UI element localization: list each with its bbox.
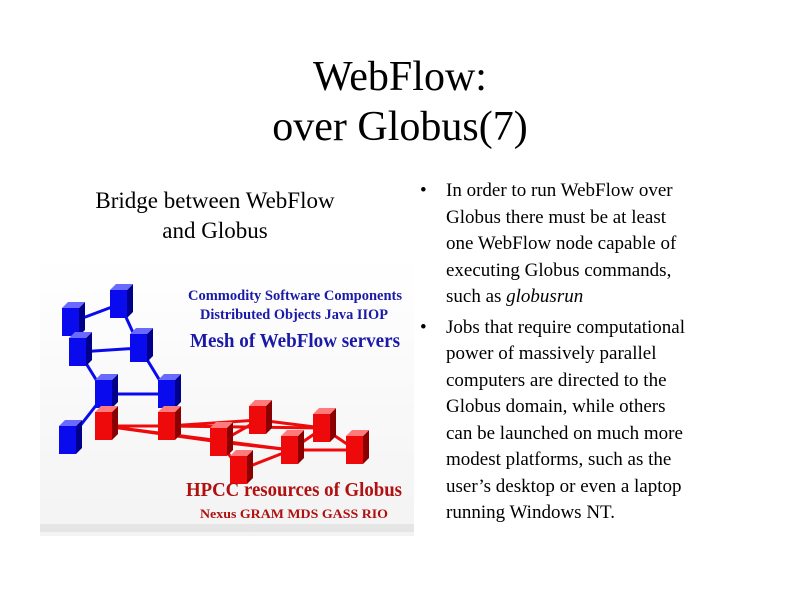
- bullet-item-computational-jobs: • Jobs that require computational power …: [420, 315, 790, 527]
- node-front-face: [158, 412, 175, 440]
- globus-node: [158, 406, 181, 440]
- slide-title-line-2: over Globus(7): [272, 104, 528, 150]
- label-nexus-gram-mds: Nexus GRAM MDS GASS RIO: [200, 506, 388, 521]
- node-top-face: [281, 430, 304, 436]
- node-side-face: [175, 374, 181, 408]
- slide-title: WebFlow: over Globus(7): [0, 52, 800, 152]
- bullet-item-webflow-node: • In order to run WebFlow over Globus th…: [420, 178, 790, 311]
- node-top-face: [59, 420, 82, 426]
- globus-node: [210, 422, 233, 456]
- node-front-face: [230, 456, 247, 484]
- label-hpcc-resources: HPCC resources of Globus: [186, 479, 402, 501]
- network-nodes: [59, 284, 369, 484]
- bullet-2-line-7: user’s desktop or even a laptop: [446, 475, 682, 497]
- globus-link: [167, 424, 324, 430]
- bullet-2-line-1: Jobs that require computational: [446, 316, 686, 338]
- bullet-1-line-4: executing Globus commands,: [446, 259, 672, 281]
- globus-link: [104, 424, 292, 452]
- node-front-face: [249, 406, 266, 434]
- globus-node: [230, 450, 253, 484]
- node-front-face: [281, 436, 298, 464]
- globus-node: [281, 430, 304, 464]
- node-top-face: [249, 400, 272, 406]
- label-commodity-software: Commodity Software Components: [188, 288, 402, 304]
- node-side-face: [86, 332, 92, 366]
- bullet-dot-icon: •: [420, 180, 427, 201]
- label-mesh-of-webflow-servers: Mesh of WebFlow servers: [190, 330, 400, 352]
- node-top-face: [110, 284, 133, 290]
- node-top-face: [346, 430, 369, 436]
- globus-node: [313, 408, 336, 442]
- node-side-face: [330, 408, 336, 442]
- node-top-face: [230, 450, 253, 456]
- figure-caption: Bridge between WebFlow and Globus: [60, 186, 370, 246]
- node-top-face: [95, 406, 118, 412]
- node-front-face: [62, 308, 79, 336]
- node-front-face: [346, 436, 363, 464]
- node-side-face: [227, 422, 233, 456]
- node-side-face: [127, 284, 133, 318]
- node-top-face: [130, 328, 153, 334]
- figure-caption-line-1: Bridge between WebFlow: [95, 188, 335, 213]
- node-side-face: [79, 302, 85, 336]
- webflow-node: [62, 302, 85, 336]
- bullet-1-line-3: one WebFlow node capable of: [446, 233, 677, 254]
- webflow-node: [59, 420, 82, 454]
- node-front-face: [95, 412, 112, 440]
- node-side-face: [112, 406, 118, 440]
- bullet-2-line-8: running Windows NT.: [446, 502, 615, 523]
- globus-node: [249, 400, 272, 434]
- node-top-face: [95, 374, 118, 380]
- figure-caption-line-2: and Globus: [162, 218, 268, 243]
- node-top-face: [313, 408, 336, 414]
- node-side-face: [298, 430, 304, 464]
- node-front-face: [130, 334, 147, 362]
- node-front-face: [59, 426, 76, 454]
- bullet-list: • In order to run WebFlow over Globus th…: [420, 178, 790, 527]
- node-top-face: [62, 302, 85, 308]
- bullet-1-line-5-prefix: such as: [446, 286, 507, 307]
- node-side-face: [147, 328, 153, 362]
- globus-node: [346, 430, 369, 464]
- bullet-dot-icon: •: [420, 316, 427, 338]
- webflow-node: [110, 284, 133, 318]
- node-front-face: [110, 290, 127, 318]
- node-top-face: [158, 374, 181, 380]
- bullet-1-line-2: Globus there must be at least: [446, 206, 667, 228]
- bullet-2-line-5: can be launched on much more: [446, 422, 683, 444]
- webflow-node: [130, 328, 153, 362]
- bullet-2-line-3: computers are directed to the: [446, 369, 667, 391]
- node-front-face: [69, 338, 86, 366]
- globus-node: [95, 406, 118, 440]
- bullet-1-line-1: In order to run WebFlow over: [446, 180, 673, 201]
- node-front-face: [158, 380, 175, 408]
- webflow-globus-diagram: Commodity Software Components Distribute…: [40, 256, 414, 536]
- node-side-face: [112, 374, 118, 408]
- node-side-face: [266, 400, 272, 434]
- node-top-face: [69, 332, 92, 338]
- bullet-1-line-5: such as globusrun: [446, 284, 790, 311]
- bullet-2-line-6: modest platforms, such as the: [446, 449, 672, 470]
- node-top-face: [210, 422, 233, 428]
- webflow-node: [95, 374, 118, 408]
- node-side-face: [247, 450, 253, 484]
- node-side-face: [363, 430, 369, 464]
- globusrun-command: globusrun: [506, 286, 584, 307]
- node-front-face: [313, 414, 330, 442]
- node-front-face: [210, 428, 227, 456]
- node-front-face: [95, 380, 112, 408]
- bullet-2-line-4: Globus domain, while others: [446, 396, 666, 417]
- label-distributed-objects: Distributed Objects Java IIOP: [200, 307, 388, 323]
- webflow-node: [69, 332, 92, 366]
- bullet-2-line-2: power of massively parallel: [446, 343, 657, 364]
- slide-title-line-1: WebFlow:: [313, 54, 487, 100]
- webflow-node: [158, 374, 181, 408]
- node-side-face: [76, 420, 82, 454]
- node-side-face: [175, 406, 181, 440]
- node-top-face: [158, 406, 181, 412]
